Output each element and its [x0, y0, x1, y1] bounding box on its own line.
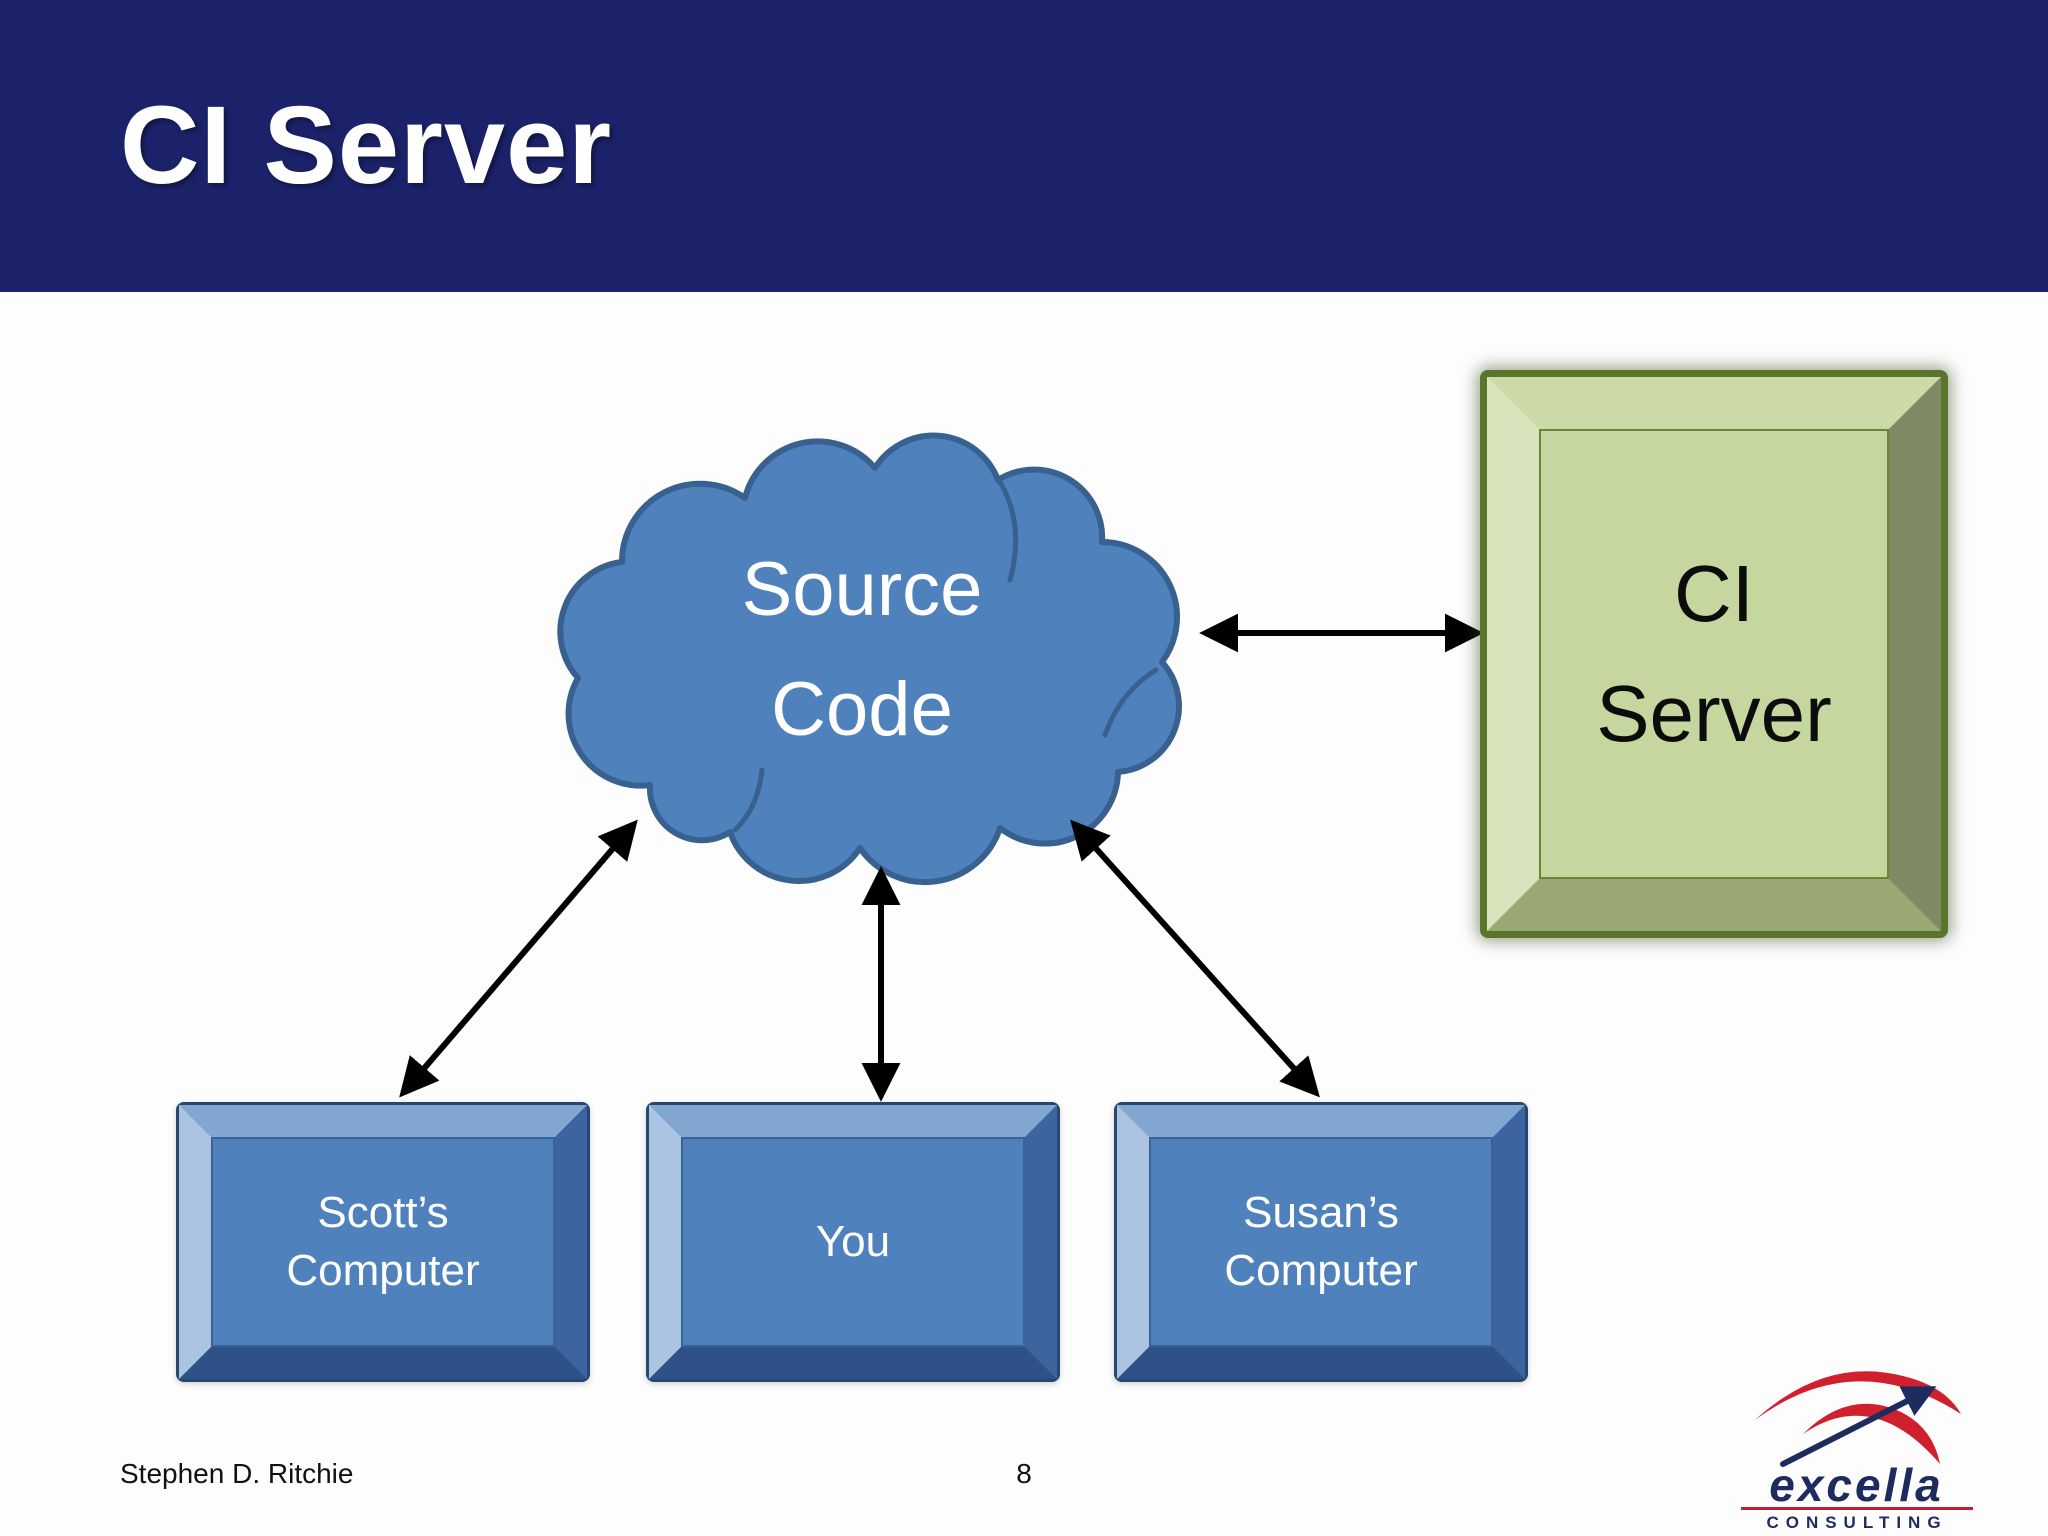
footer-author: Stephen D. Ritchie — [120, 1458, 354, 1489]
logo-swoosh-icon — [1755, 1371, 1961, 1467]
excella-logo: excella CONSULTING — [1733, 1370, 2045, 1532]
source-code-label: Source Code — [530, 430, 1194, 870]
you-node[interactable]: You — [646, 1102, 1060, 1382]
ci-line2: Server — [1596, 669, 1832, 758]
susans-computer-bevel: Susan’s Computer — [1117, 1105, 1525, 1379]
you-label: You — [681, 1137, 1025, 1347]
scotts-computer-label: Scott’s Computer — [211, 1137, 555, 1347]
logo-tagline-text: CONSULTING — [1766, 1513, 1948, 1532]
ci-line1: CI — [1674, 549, 1754, 638]
susans-computer-label: Susan’s Computer — [1149, 1137, 1493, 1347]
you-line1: You — [815, 1217, 891, 1266]
ci-server-node[interactable]: CI Server — [1480, 370, 1948, 938]
scott-line1: Scott’s — [317, 1188, 449, 1237]
logo-brand-text: excella — [1769, 1459, 1944, 1511]
logo-arc-large — [1755, 1371, 1961, 1420]
scotts-computer-node[interactable]: Scott’s Computer — [176, 1102, 590, 1382]
header-band: CI Server — [0, 0, 2048, 292]
logo-arrow — [1780, 1386, 1937, 1467]
susan-line2: Computer — [1224, 1246, 1418, 1295]
scott-line2: Computer — [286, 1246, 480, 1295]
you-bevel: You — [649, 1105, 1057, 1379]
scotts-computer-bevel: Scott’s Computer — [179, 1105, 587, 1379]
page-number: 8 — [1016, 1458, 1032, 1489]
susan-line1: Susan’s — [1243, 1188, 1399, 1237]
cloud-line1: Source — [741, 547, 983, 632]
ci-server-label: CI Server — [1539, 429, 1889, 879]
susans-computer-node[interactable]: Susan’s Computer — [1114, 1102, 1528, 1382]
ci-server-bevel: CI Server — [1487, 377, 1941, 931]
logo-arc-small — [1803, 1403, 1940, 1464]
logo-divider — [1741, 1507, 1973, 1510]
slide-title: CI Server — [120, 84, 613, 207]
cloud-line2: Code — [771, 667, 953, 752]
